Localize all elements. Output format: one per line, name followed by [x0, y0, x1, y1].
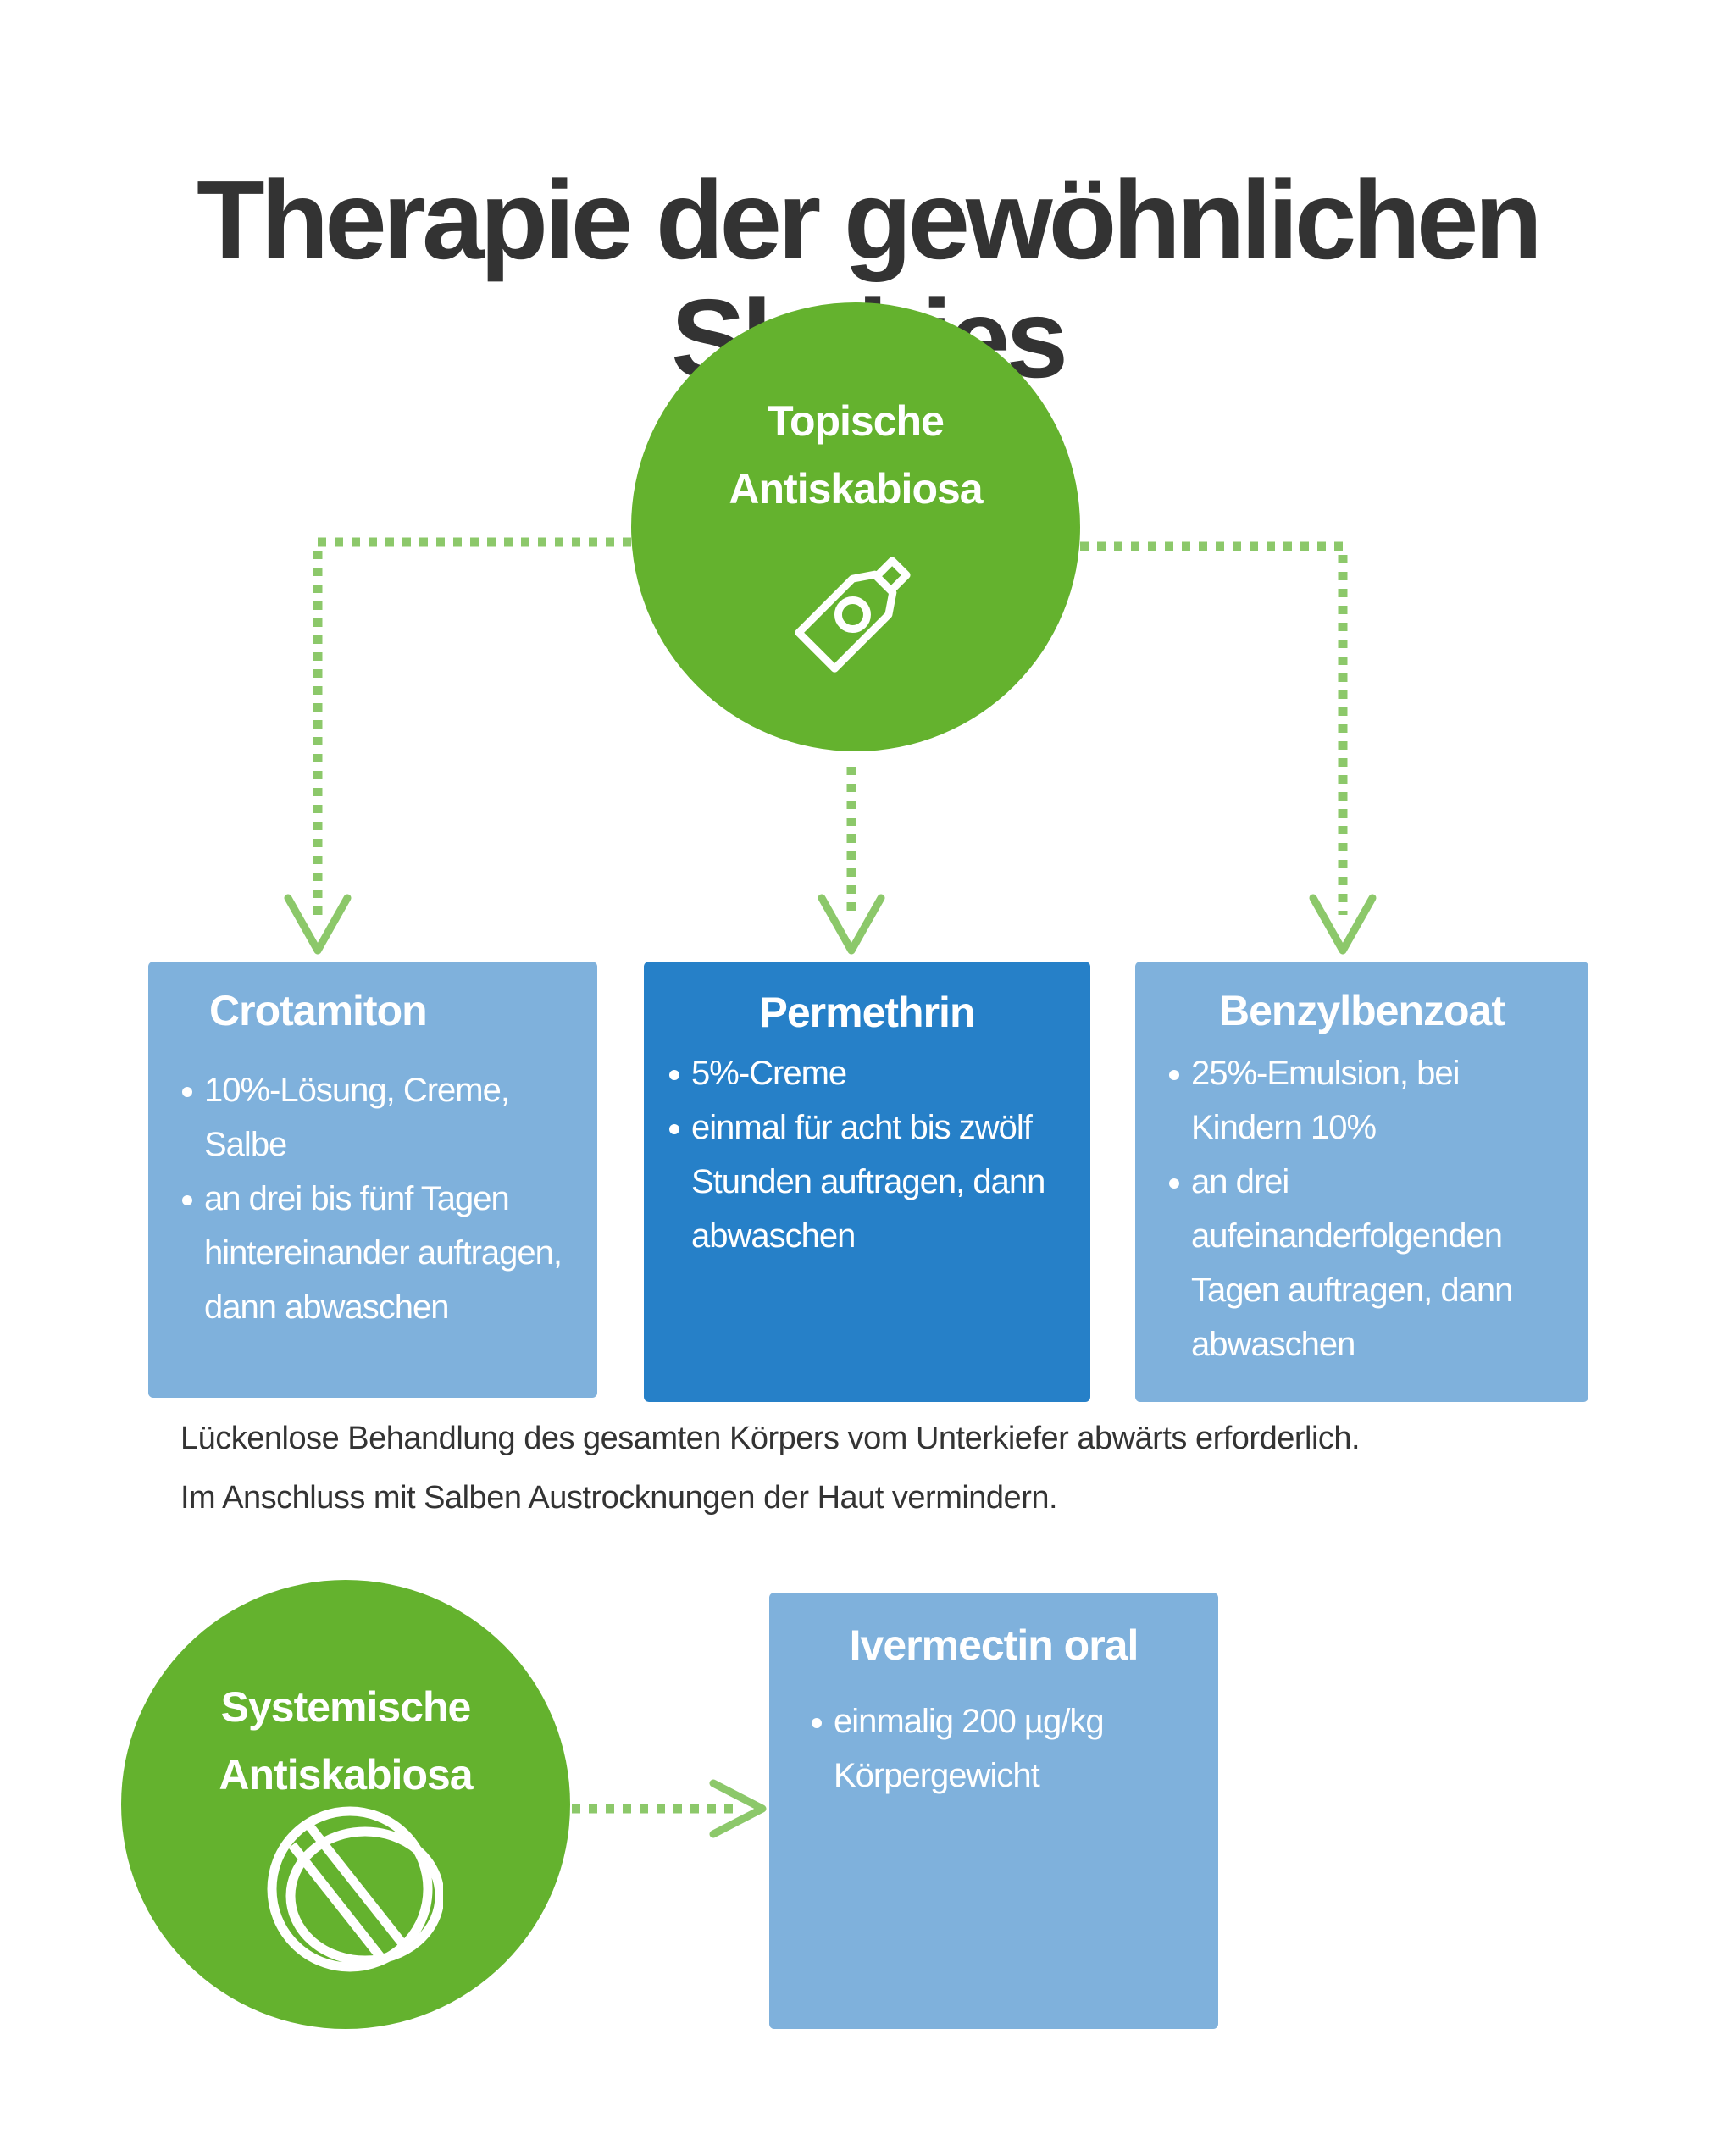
ointment-tube-icon	[795, 557, 911, 673]
crotamiton-box: Crotamiton 10%-Lösung, Creme, Salbe an d…	[148, 962, 597, 1398]
crotamiton-title: Crotamiton	[209, 987, 428, 1034]
arrowhead-crotamiton	[284, 894, 352, 955]
systemic-label-line1: Systemische	[220, 1683, 472, 1731]
arrowhead-permethrin	[818, 894, 885, 955]
arrowhead-benzylbenzoat	[1309, 894, 1377, 955]
systemic-label-line2: Antiskabiosa	[219, 1751, 473, 1799]
connector-to-crotamiton	[313, 537, 631, 915]
note-line1: Lückenlose Behandlung des gesamten Körpe…	[180, 1421, 1361, 1456]
crotamiton-details: 10%-Lösung, Creme, Salbe an drei bis fün…	[180, 1063, 579, 1334]
ivermectin-details: einmalig 200 µg/kg Körpergewicht	[810, 1694, 1183, 1803]
list-item: an drei aufeinanderfolgenden Tagen auftr…	[1167, 1155, 1557, 1372]
benzylbenzoat-details: 25%-Emulsion, bei Kindern 10% an drei au…	[1167, 1046, 1557, 1372]
topical-label-line1: Topische	[768, 397, 945, 445]
systemic-antiskabiosa-node: Systemische Antiskabiosa	[121, 1580, 570, 2029]
topical-antiskabiosa-node: Topische Antiskabiosa	[631, 302, 1080, 751]
list-item: 25%-Emulsion, bei Kindern 10%	[1167, 1046, 1557, 1155]
benzylbenzoat-title: Benzylbenzoat	[1218, 987, 1505, 1034]
list-item: an drei bis fünf Tagen hintereinander au…	[180, 1172, 579, 1334]
list-item: 5%-Creme	[668, 1046, 1074, 1100]
arrowhead-ivermectin	[709, 1779, 767, 1838]
permethrin-title: Permethrin	[759, 989, 976, 1036]
permethrin-box: Permethrin 5%-Creme einmal für acht bis …	[644, 962, 1090, 1402]
tablet-icon	[267, 1806, 443, 1972]
permethrin-details: 5%-Creme einmal für acht bis zwölf Stund…	[668, 1046, 1074, 1263]
treatment-note: Lückenlose Behandlung des gesamten Körpe…	[180, 1409, 1621, 1527]
list-item: einmal für acht bis zwölf Stunden auftra…	[668, 1100, 1074, 1263]
benzylbenzoat-box: Benzylbenzoat 25%-Emulsion, bei Kindern …	[1135, 962, 1588, 1402]
topical-label-line2: Antiskabiosa	[729, 465, 983, 513]
ivermectin-box: Ivermectin oral einmalig 200 µg/kg Körpe…	[769, 1593, 1218, 2029]
list-item: einmalig 200 µg/kg Körpergewicht	[810, 1694, 1183, 1803]
note-line2: Im Anschluss mit Salben Austrocknungen d…	[180, 1480, 1058, 1516]
list-item: 10%-Lösung, Creme, Salbe	[180, 1063, 579, 1172]
ivermectin-title: Ivermectin oral	[849, 1621, 1139, 1669]
connector-to-benzylbenzoat	[1080, 541, 1348, 915]
